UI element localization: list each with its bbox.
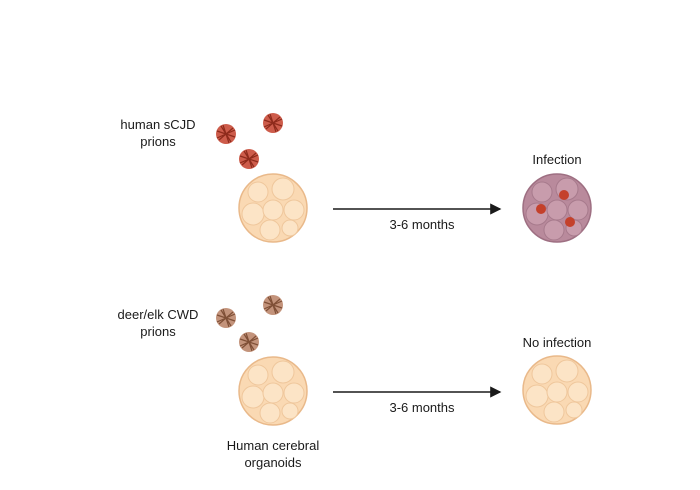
- scjd-prion-label-line1: human sCJD: [120, 117, 196, 132]
- scjd-prion-cluster: [216, 113, 283, 169]
- organoid-caption: Human cerebral organoids: [208, 437, 338, 471]
- prion-particle: [216, 308, 236, 328]
- bottom-arrow-duration-label: 3-6 months: [389, 400, 455, 415]
- cwd-prion-label-line1: deer/elk CWD: [117, 307, 199, 322]
- prion-particle: [239, 149, 259, 169]
- no-infection-label: No infection: [522, 335, 592, 350]
- prion-particle: [239, 332, 259, 352]
- cwd-prion-cluster: [216, 295, 283, 352]
- organoid-top: [238, 173, 308, 243]
- prion-deposit: [565, 217, 575, 227]
- prion-particle: [216, 124, 236, 144]
- scjd-prion-label-line2: prions: [140, 134, 176, 149]
- prion-deposit: [536, 204, 546, 214]
- organoid-caption-line2: organoids: [244, 455, 302, 470]
- organoid-bottom: [238, 356, 308, 426]
- scjd-prion-label: human sCJD prions: [98, 116, 218, 150]
- cwd-prion-label-line2: prions: [140, 324, 176, 339]
- cwd-prion-label: deer/elk CWD prions: [98, 306, 218, 340]
- organoid-caption-line1: Human cerebral: [226, 438, 320, 453]
- prion-particle: [263, 295, 283, 315]
- organoid-infected: [522, 173, 592, 243]
- infection-label: Infection: [532, 152, 582, 167]
- organoid-uninfected: [522, 355, 592, 425]
- prion-particle: [263, 113, 283, 133]
- prion-deposit: [559, 190, 569, 200]
- top-arrow-duration-label: 3-6 months: [389, 217, 455, 232]
